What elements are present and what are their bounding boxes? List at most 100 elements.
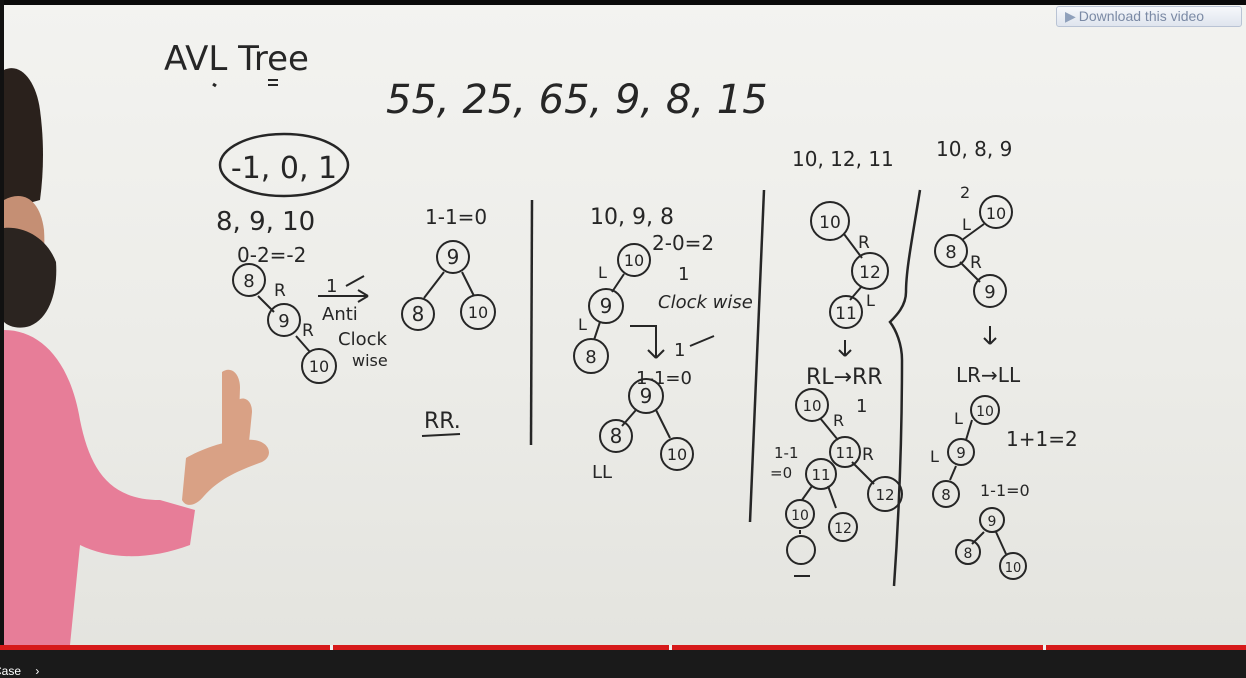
download-video-label: Download this video xyxy=(1078,8,1205,24)
rr-balance-calc: 0-2=-2 xyxy=(237,243,306,267)
balance-set: -1, 0, 1 xyxy=(231,151,337,186)
tree-node xyxy=(795,388,829,422)
tree-node xyxy=(628,378,664,414)
divider-line xyxy=(529,199,534,446)
progress-bar[interactable] xyxy=(0,645,1246,650)
tree-node-label: 9 xyxy=(984,282,995,303)
chapter-marker[interactable] xyxy=(330,645,333,650)
tree-node xyxy=(573,338,609,374)
balance-set-oval xyxy=(218,132,350,198)
tree-node-label: 9 xyxy=(956,444,966,462)
tree-node-label: 10 xyxy=(624,251,644,270)
edge-label: R xyxy=(858,233,870,253)
chapter-marker[interactable] xyxy=(1043,645,1046,650)
tree-node xyxy=(979,507,1005,533)
edge-label: L xyxy=(578,315,587,334)
tree-node xyxy=(829,295,863,329)
ll-step-note: 1 xyxy=(674,340,685,361)
divider-line xyxy=(748,189,766,523)
edge-label: L xyxy=(598,263,607,282)
top-edge xyxy=(0,0,1246,5)
chapter-marker[interactable] xyxy=(669,645,672,650)
tree-node xyxy=(460,294,496,330)
play-icon: ▶ xyxy=(1065,8,1076,24)
player-controls: Case › xyxy=(0,645,1246,678)
tree-node-label: 8 xyxy=(964,546,973,562)
tree-node-label: 9 xyxy=(988,514,997,530)
tree-node-label: 11 xyxy=(811,466,830,484)
rr-case-name: RR. xyxy=(424,409,461,434)
edge-label: L xyxy=(930,447,939,466)
tree-node-label: 8 xyxy=(941,486,951,504)
tree-node xyxy=(810,201,850,241)
tree-node-label: 12 xyxy=(834,521,852,537)
tree-node-label: 10 xyxy=(309,357,329,376)
ll-case-name: LL xyxy=(592,462,612,483)
tree-node-label: 8 xyxy=(945,242,956,263)
tree-node xyxy=(999,552,1027,580)
rl-transform: RL→RR xyxy=(806,365,883,390)
tree-node-label: 9 xyxy=(600,294,613,318)
edge-label: L xyxy=(866,291,875,310)
tree-node-scribble xyxy=(786,535,816,565)
edge-label: L xyxy=(962,215,971,234)
lr-balance-calc: 1+1=2 xyxy=(1006,427,1078,451)
edge-label: L xyxy=(954,409,963,428)
rl-side-note: 1-1 xyxy=(774,444,799,462)
divider-brace xyxy=(888,189,922,587)
ll-result-balance: 1-1=0 xyxy=(636,368,692,389)
tree-node xyxy=(955,539,981,565)
download-video-button[interactable]: ▶Download this video xyxy=(1056,6,1242,27)
tree-node-label: 10 xyxy=(791,508,809,524)
tree-node xyxy=(947,438,975,466)
edge-label: R xyxy=(274,281,286,301)
whiteboard xyxy=(0,0,1246,645)
chapter-label: Case › xyxy=(0,664,39,678)
rotation-note: Clock wise xyxy=(658,292,753,313)
tree-node-label: 8 xyxy=(243,271,254,292)
rr-result-balance: 1-1=0 xyxy=(425,205,487,229)
rl-step-note: 1 xyxy=(856,396,867,417)
lr-result-balance: 1-1=0 xyxy=(980,481,1030,500)
tree-node-label: 10 xyxy=(986,204,1006,223)
tree-node-label: 10 xyxy=(976,404,994,420)
tree-node xyxy=(401,297,435,331)
tree-node-label: 12 xyxy=(875,486,894,504)
tree-node xyxy=(301,348,337,384)
edge-label: R xyxy=(302,321,314,341)
ll-input: 10, 9, 8 xyxy=(590,205,674,230)
tree-node-label: 10 xyxy=(802,397,821,415)
tree-node xyxy=(934,234,968,268)
tree-node-label: 10 xyxy=(1005,561,1022,576)
insertion-sequence: 55, 25, 65, 9, 8, 15 xyxy=(386,77,768,123)
tree-node-label: 10 xyxy=(667,445,687,464)
tree-node xyxy=(267,303,301,337)
lr-input: 10, 8, 9 xyxy=(936,137,1012,161)
rl-input: 10, 12, 11 xyxy=(792,147,894,171)
edge-label: R xyxy=(970,253,982,273)
rotation-note: 1 xyxy=(678,264,689,285)
rotation-note: Anti xyxy=(322,304,358,325)
tree-node-label: 10 xyxy=(468,303,488,322)
tree-node xyxy=(588,288,624,324)
tree-node xyxy=(979,195,1013,229)
tree-node-label: 10 xyxy=(819,213,841,233)
tree-node-label: 11 xyxy=(835,444,854,462)
edge-label: R xyxy=(833,411,844,430)
edge-label: R xyxy=(862,445,874,465)
rl-side-note: =0 xyxy=(770,464,792,482)
tree-node xyxy=(829,436,861,468)
tree-node xyxy=(599,419,633,453)
rotation-note: 1 xyxy=(326,276,337,297)
chapter-label-text: Case xyxy=(0,664,22,678)
tree-node xyxy=(970,395,1000,425)
tree-node-label: 11 xyxy=(835,304,857,324)
tree-node xyxy=(932,480,960,508)
tree-node-label: 12 xyxy=(859,263,881,283)
tree-node xyxy=(828,512,858,542)
left-edge xyxy=(0,0,4,645)
tree-node xyxy=(232,263,266,297)
presenter xyxy=(4,68,269,645)
tree-node xyxy=(867,476,903,512)
